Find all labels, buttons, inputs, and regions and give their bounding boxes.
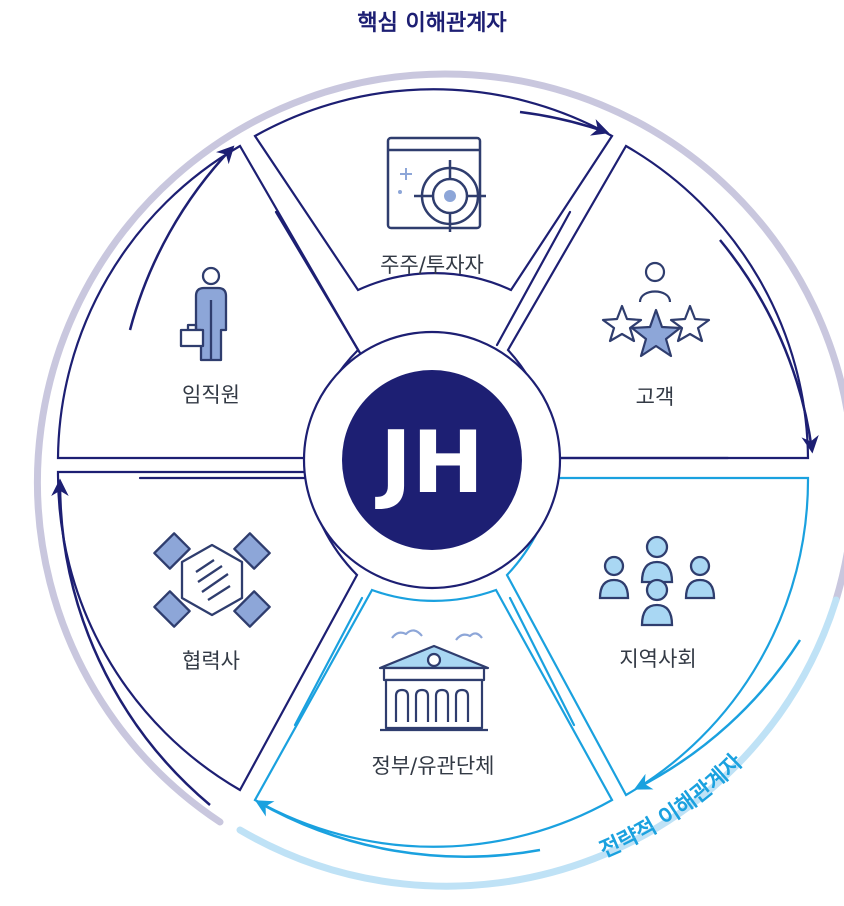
segment-partner[interactable] [56, 470, 359, 792]
divider-investor-customer [495, 210, 572, 347]
segment-label-customer: 고객 [636, 385, 675, 409]
arrow-bottom [254, 800, 541, 858]
divider-partner-government [293, 596, 364, 727]
segment-investor[interactable] [253, 88, 614, 292]
arrow-right [719, 239, 819, 454]
core-outer-ring [33, 70, 844, 826]
community-people-icon [598, 535, 716, 627]
partner-handshake-icon [153, 532, 271, 628]
core-stakeholders-title: 핵심 이해관계자 [357, 11, 507, 36]
divider-employee-investor [274, 210, 362, 355]
segment-label-investor: 주주/투자자 [380, 253, 484, 277]
segment-label-partner: 협력사 [182, 649, 240, 673]
arrow-top [519, 110, 610, 136]
jh-logo: JH [342, 370, 522, 550]
segment-community[interactable] [505, 476, 810, 797]
arrow-top-left [128, 145, 235, 331]
arrow-left [51, 478, 211, 806]
segment-label-employee: 임직원 [182, 383, 240, 407]
divider-community-government [508, 596, 576, 727]
segment-government[interactable] [253, 588, 614, 848]
arrow-bottom-right [633, 639, 802, 790]
customer-stars-icon [601, 261, 711, 358]
segment-label-government: 정부/유관단체 [372, 754, 495, 778]
employee-icon [179, 266, 228, 362]
government-building-icon [378, 629, 490, 732]
strategic-outer-ring [236, 596, 840, 890]
investor-target-icon [386, 136, 486, 232]
segment-label-community: 지역사회 [619, 647, 696, 671]
jh-logo-text: JH [375, 413, 484, 513]
